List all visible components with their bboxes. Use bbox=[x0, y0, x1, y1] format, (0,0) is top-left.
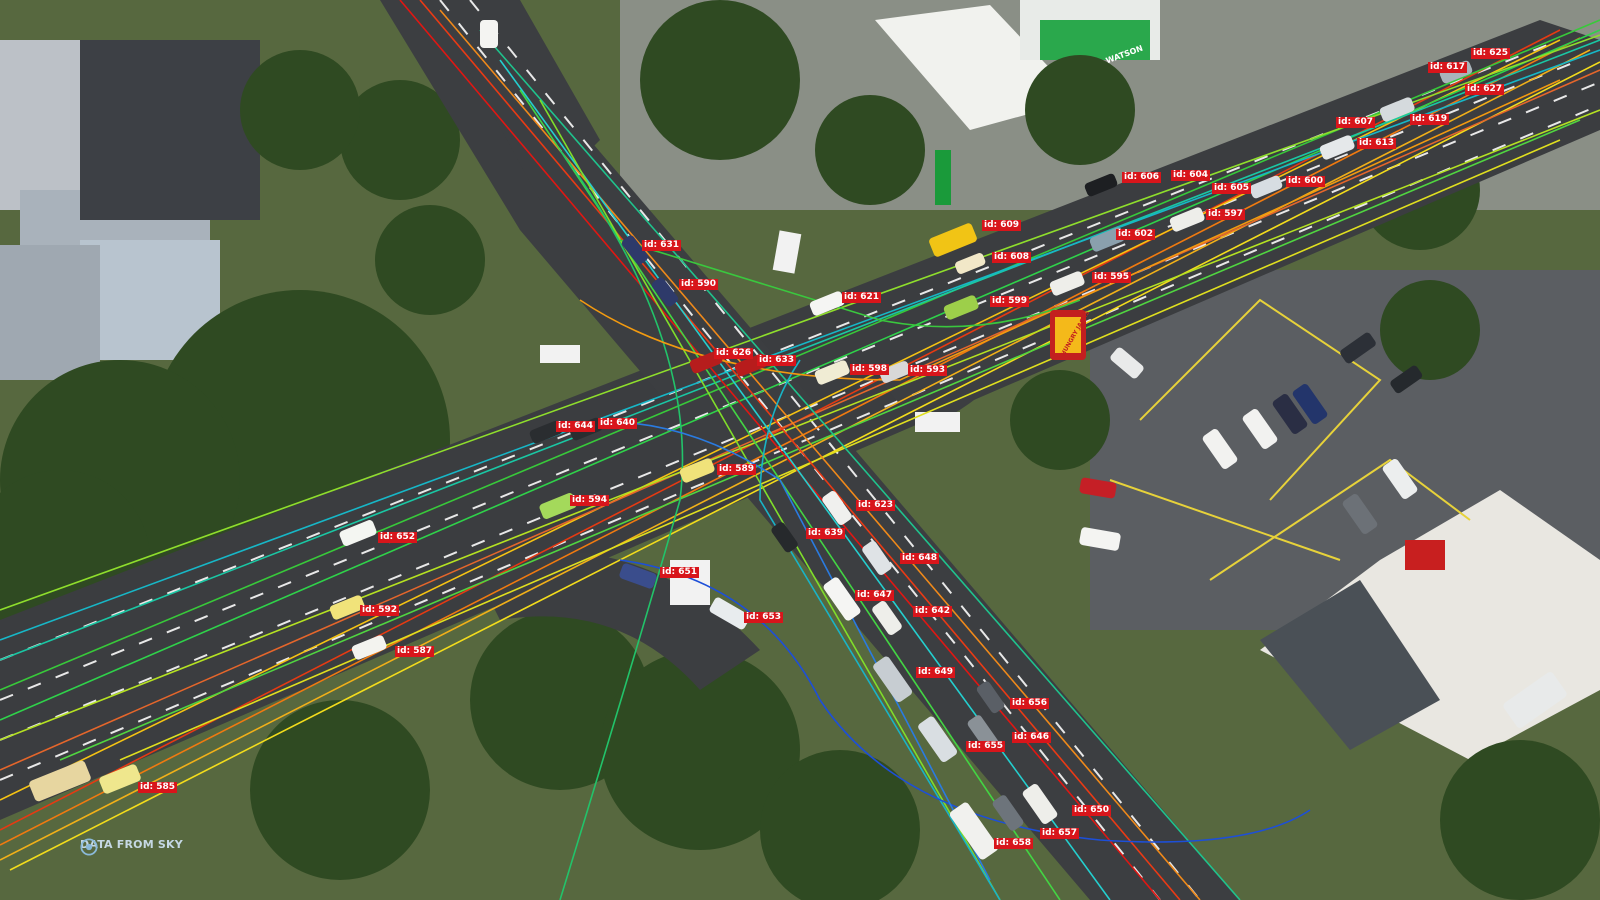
vehicle-id-label: id: 617 bbox=[1428, 62, 1468, 73]
vehicle-id-label: id: 609 bbox=[982, 220, 1022, 231]
vehicle-id-label: id: 585 bbox=[138, 782, 178, 793]
vehicle-id-label: id: 644 bbox=[556, 421, 596, 432]
vehicle-id-label: id: 608 bbox=[992, 252, 1032, 263]
restaurant-building bbox=[1260, 490, 1600, 760]
roadside-signs bbox=[1050, 310, 1086, 360]
vehicle-id-label: id: 597 bbox=[1206, 209, 1246, 220]
carpark-bays bbox=[1109, 298, 1471, 581]
vehicle-id-label: id: 653 bbox=[744, 612, 784, 623]
vehicle-id-label: id: 619 bbox=[1410, 114, 1450, 125]
vehicle-id-label: id: 590 bbox=[679, 279, 719, 290]
vehicle-id-label: id: 655 bbox=[966, 741, 1006, 752]
vehicle-id-label: id: 592 bbox=[360, 605, 400, 616]
vehicle-id-label: id: 642 bbox=[913, 606, 953, 617]
vehicle-id-label: id: 595 bbox=[1092, 272, 1132, 283]
houses-top-left bbox=[0, 40, 260, 380]
vehicle-id-label: id: 656 bbox=[1010, 698, 1050, 709]
slip-lane-south bbox=[470, 550, 760, 690]
vehicle-id-label: id: 649 bbox=[916, 667, 956, 678]
vehicle-id-label: id: 640 bbox=[598, 418, 638, 429]
aperture-logo-icon bbox=[80, 838, 98, 856]
vehicle-id-label: id: 631 bbox=[642, 240, 682, 251]
vehicle-id-label: id: 652 bbox=[378, 532, 418, 543]
vehicle-id-label: id: 647 bbox=[855, 590, 895, 601]
watermark: DATA FROM SKY bbox=[80, 838, 183, 856]
vehicle-id-label: id: 639 bbox=[806, 528, 846, 539]
vehicle-id-label: id: 605 bbox=[1212, 183, 1252, 194]
vehicle-id-label: id: 646 bbox=[1012, 732, 1052, 743]
vehicle-id-label: id: 606 bbox=[1122, 172, 1162, 183]
vehicle-id-label: id: 613 bbox=[1357, 138, 1397, 149]
vehicle-id-label: id: 593 bbox=[908, 365, 948, 376]
vehicle-id-label: id: 599 bbox=[990, 296, 1030, 307]
vehicle-id-label: id: 651 bbox=[660, 567, 700, 578]
vehicle-id-label: id: 650 bbox=[1072, 805, 1112, 816]
vehicle-id-label: id: 621 bbox=[842, 292, 882, 303]
vehicle-id-label: id: 657 bbox=[1040, 828, 1080, 839]
vehicle-id-label: id: 658 bbox=[994, 838, 1034, 849]
vehicle-id-label: id: 625 bbox=[1471, 48, 1511, 59]
vehicle-id-label: id: 627 bbox=[1465, 84, 1505, 95]
vehicle-id-label: id: 602 bbox=[1116, 229, 1156, 240]
vehicle-id-label: id: 594 bbox=[570, 495, 610, 506]
watermark-text: DATA FROM SKY bbox=[80, 838, 183, 851]
vehicle-id-label: id: 589 bbox=[717, 464, 757, 475]
vehicle-id-label: id: 604 bbox=[1171, 170, 1211, 181]
vehicle-id-label: id: 626 bbox=[714, 348, 754, 359]
vehicle-id-label: id: 607 bbox=[1336, 117, 1376, 128]
vehicle-id-label: id: 587 bbox=[395, 646, 435, 657]
cross-road-north-south bbox=[380, 0, 1240, 900]
vehicle-id-label: id: 633 bbox=[757, 355, 797, 366]
vehicle-id-label: id: 600 bbox=[1286, 176, 1326, 187]
vehicle-id-label: id: 623 bbox=[856, 500, 896, 511]
vehicle-id-label: id: 648 bbox=[900, 553, 940, 564]
vehicle-id-label: id: 598 bbox=[850, 364, 890, 375]
